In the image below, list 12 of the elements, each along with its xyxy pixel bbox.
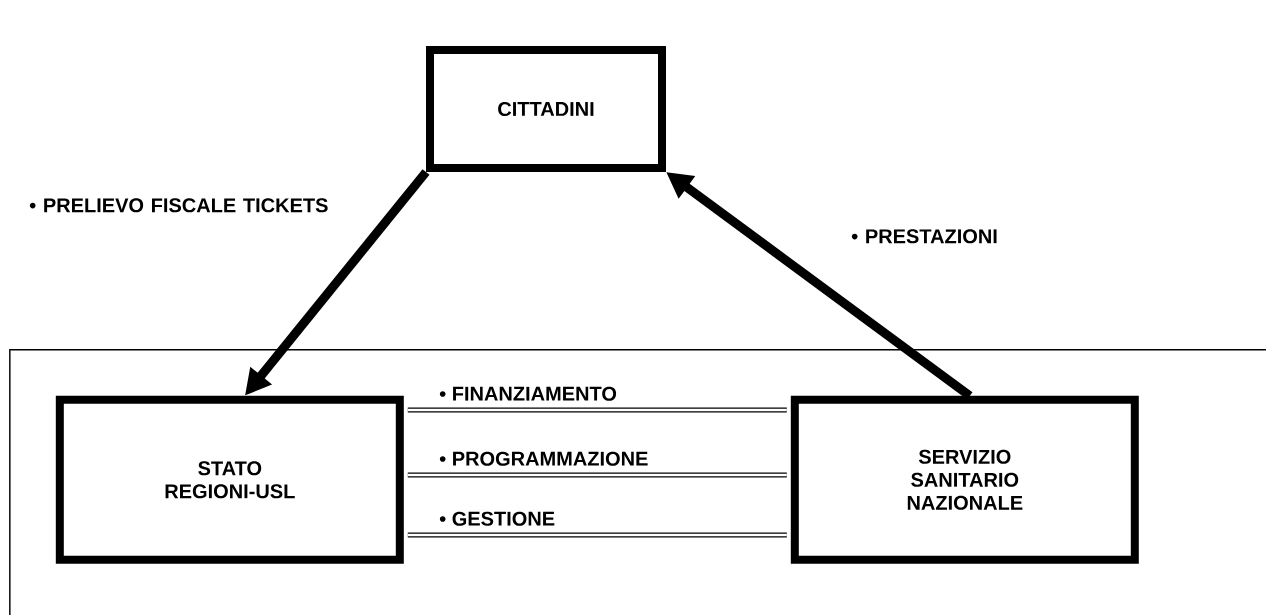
box: SERVIZIO SANITARIO NAZIONALE [790,395,1139,564]
double-line [407,407,787,413]
edge-label: • FINANZIAMENTO [439,386,617,401]
edge-label: • PROGRAMMAZIONE [439,451,648,466]
box: STATO REGIONI-USL [55,395,404,564]
box: CITTADINI [426,46,666,172]
edge-label: • GESTIONE [439,511,555,526]
edge-label: • PRESTAZIONI [851,229,997,244]
double-line [407,532,787,538]
edge-label: • PRELIEVO FISCALE TICKETS [29,198,328,213]
frame [9,349,1266,615]
double-line [407,472,787,478]
